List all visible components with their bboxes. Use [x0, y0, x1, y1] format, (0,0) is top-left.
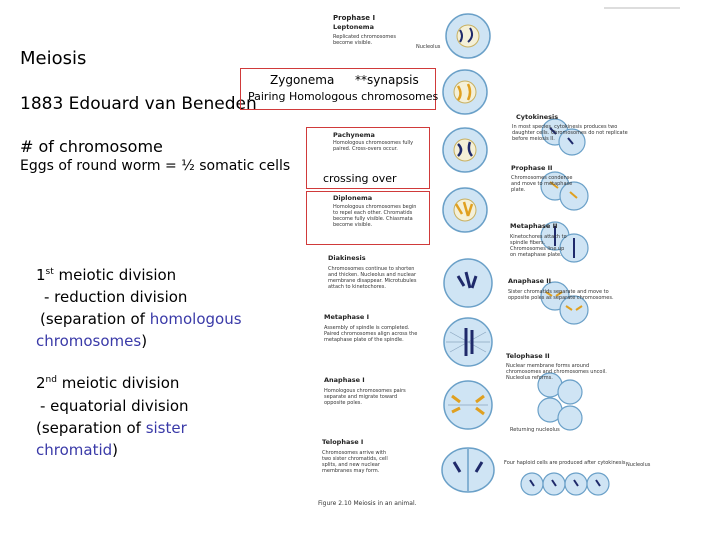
label-leptonema: Leptonema	[333, 23, 374, 31]
zygonema-label: Zygonema	[270, 73, 335, 87]
slide-title: Meiosis	[20, 48, 87, 69]
right-column-cells	[520, 118, 610, 496]
desc-metaphase2: Kinetochores attach to spindle fibers. C…	[510, 234, 567, 258]
desc-telophase2: Nuclear membrane forms around chromosome…	[506, 363, 607, 381]
label-nucleolus: Nucleolus	[416, 44, 441, 50]
desc-prophase2: Chromosomes condense and move to metapha…	[511, 175, 573, 193]
desc-pachynema: Homologous chromosomes fully paired. Cro…	[333, 140, 414, 152]
left-column-cells	[441, 13, 495, 493]
zygonema-box	[240, 68, 436, 110]
first-division-title: 1st meiotic division	[36, 266, 177, 284]
desc-cytokinesis: In most species, cytokinesis produces tw…	[512, 124, 628, 142]
synapsis-label: **synapsis	[355, 73, 419, 87]
label-metaphase2: Metaphase II	[510, 222, 558, 230]
label-prophase2: Prophase II	[511, 164, 553, 172]
second-division-line2: - equatorial division	[40, 397, 189, 415]
desc-diplonema: Homologous chromosomes begin to repel ea…	[333, 204, 417, 228]
label-anaphase1: Anaphase I	[324, 376, 365, 384]
first-division-line4: chromosomes)	[36, 332, 148, 350]
label-four-cells: Four haploid cells are produced after cy…	[504, 460, 626, 466]
label-telophase1: Telophase I	[322, 438, 364, 446]
meiosis-figure-drawing	[441, 7, 680, 496]
label-nucleolus-2: Nucleolus	[626, 462, 651, 468]
second-division-line3: (separation of sister	[36, 419, 187, 437]
label-metaphase1: Metaphase I	[324, 313, 369, 321]
figure-caption: Figure 2.10 Meiosis in an animal.	[318, 500, 417, 507]
second-division-title: 2nd meiotic division	[36, 374, 180, 392]
label-prophase1: Prophase I	[333, 14, 376, 22]
desc-telophase1: Chromosomes arrive with two sister chrom…	[322, 450, 388, 474]
label-cytokinesis: Cytokinesis	[516, 113, 559, 121]
first-division-line2: - reduction division	[44, 288, 188, 306]
desc-metaphase1: Assembly of spindle is completed. Paired…	[324, 325, 418, 343]
meiosis-figure: Prophase I Leptonema Replicated chromoso…	[300, 0, 720, 540]
crossing-over-label: crossing over	[323, 172, 397, 185]
label-pachynema: Pachynema	[333, 131, 375, 139]
label-anaphase2: Anaphase II	[508, 277, 552, 285]
pachynema-box	[306, 127, 430, 189]
diplonema-box	[306, 191, 430, 245]
eggs-line: Eggs of round worm = ½ somatic cells	[20, 158, 291, 174]
pairing-label: Pairing Homologous chromosomes	[248, 90, 439, 103]
label-diplonema: Diplonema	[333, 194, 373, 202]
desc-anaphase2: Sister chromatids separate and move to o…	[508, 289, 614, 301]
desc-diakinesis: Chromosomes continue to shorten and thic…	[328, 266, 417, 290]
desc-anaphase1: Homologous chromosomes pairs separate an…	[324, 388, 406, 406]
first-division-line3: (separation of homologous	[40, 310, 242, 328]
second-division-line4: chromatid)	[36, 441, 119, 459]
label-telophase2: Telophase II	[506, 352, 550, 360]
desc-leptonema: Replicated chromosomes become visible.	[333, 34, 396, 46]
chromosome-heading: # of chromosome	[20, 137, 163, 156]
label-diakinesis: Diakinesis	[328, 254, 366, 262]
label-returning-nucleolus: Returning nucleolus	[510, 427, 560, 433]
year-line: 1883 Edouard van Beneden	[20, 94, 257, 114]
